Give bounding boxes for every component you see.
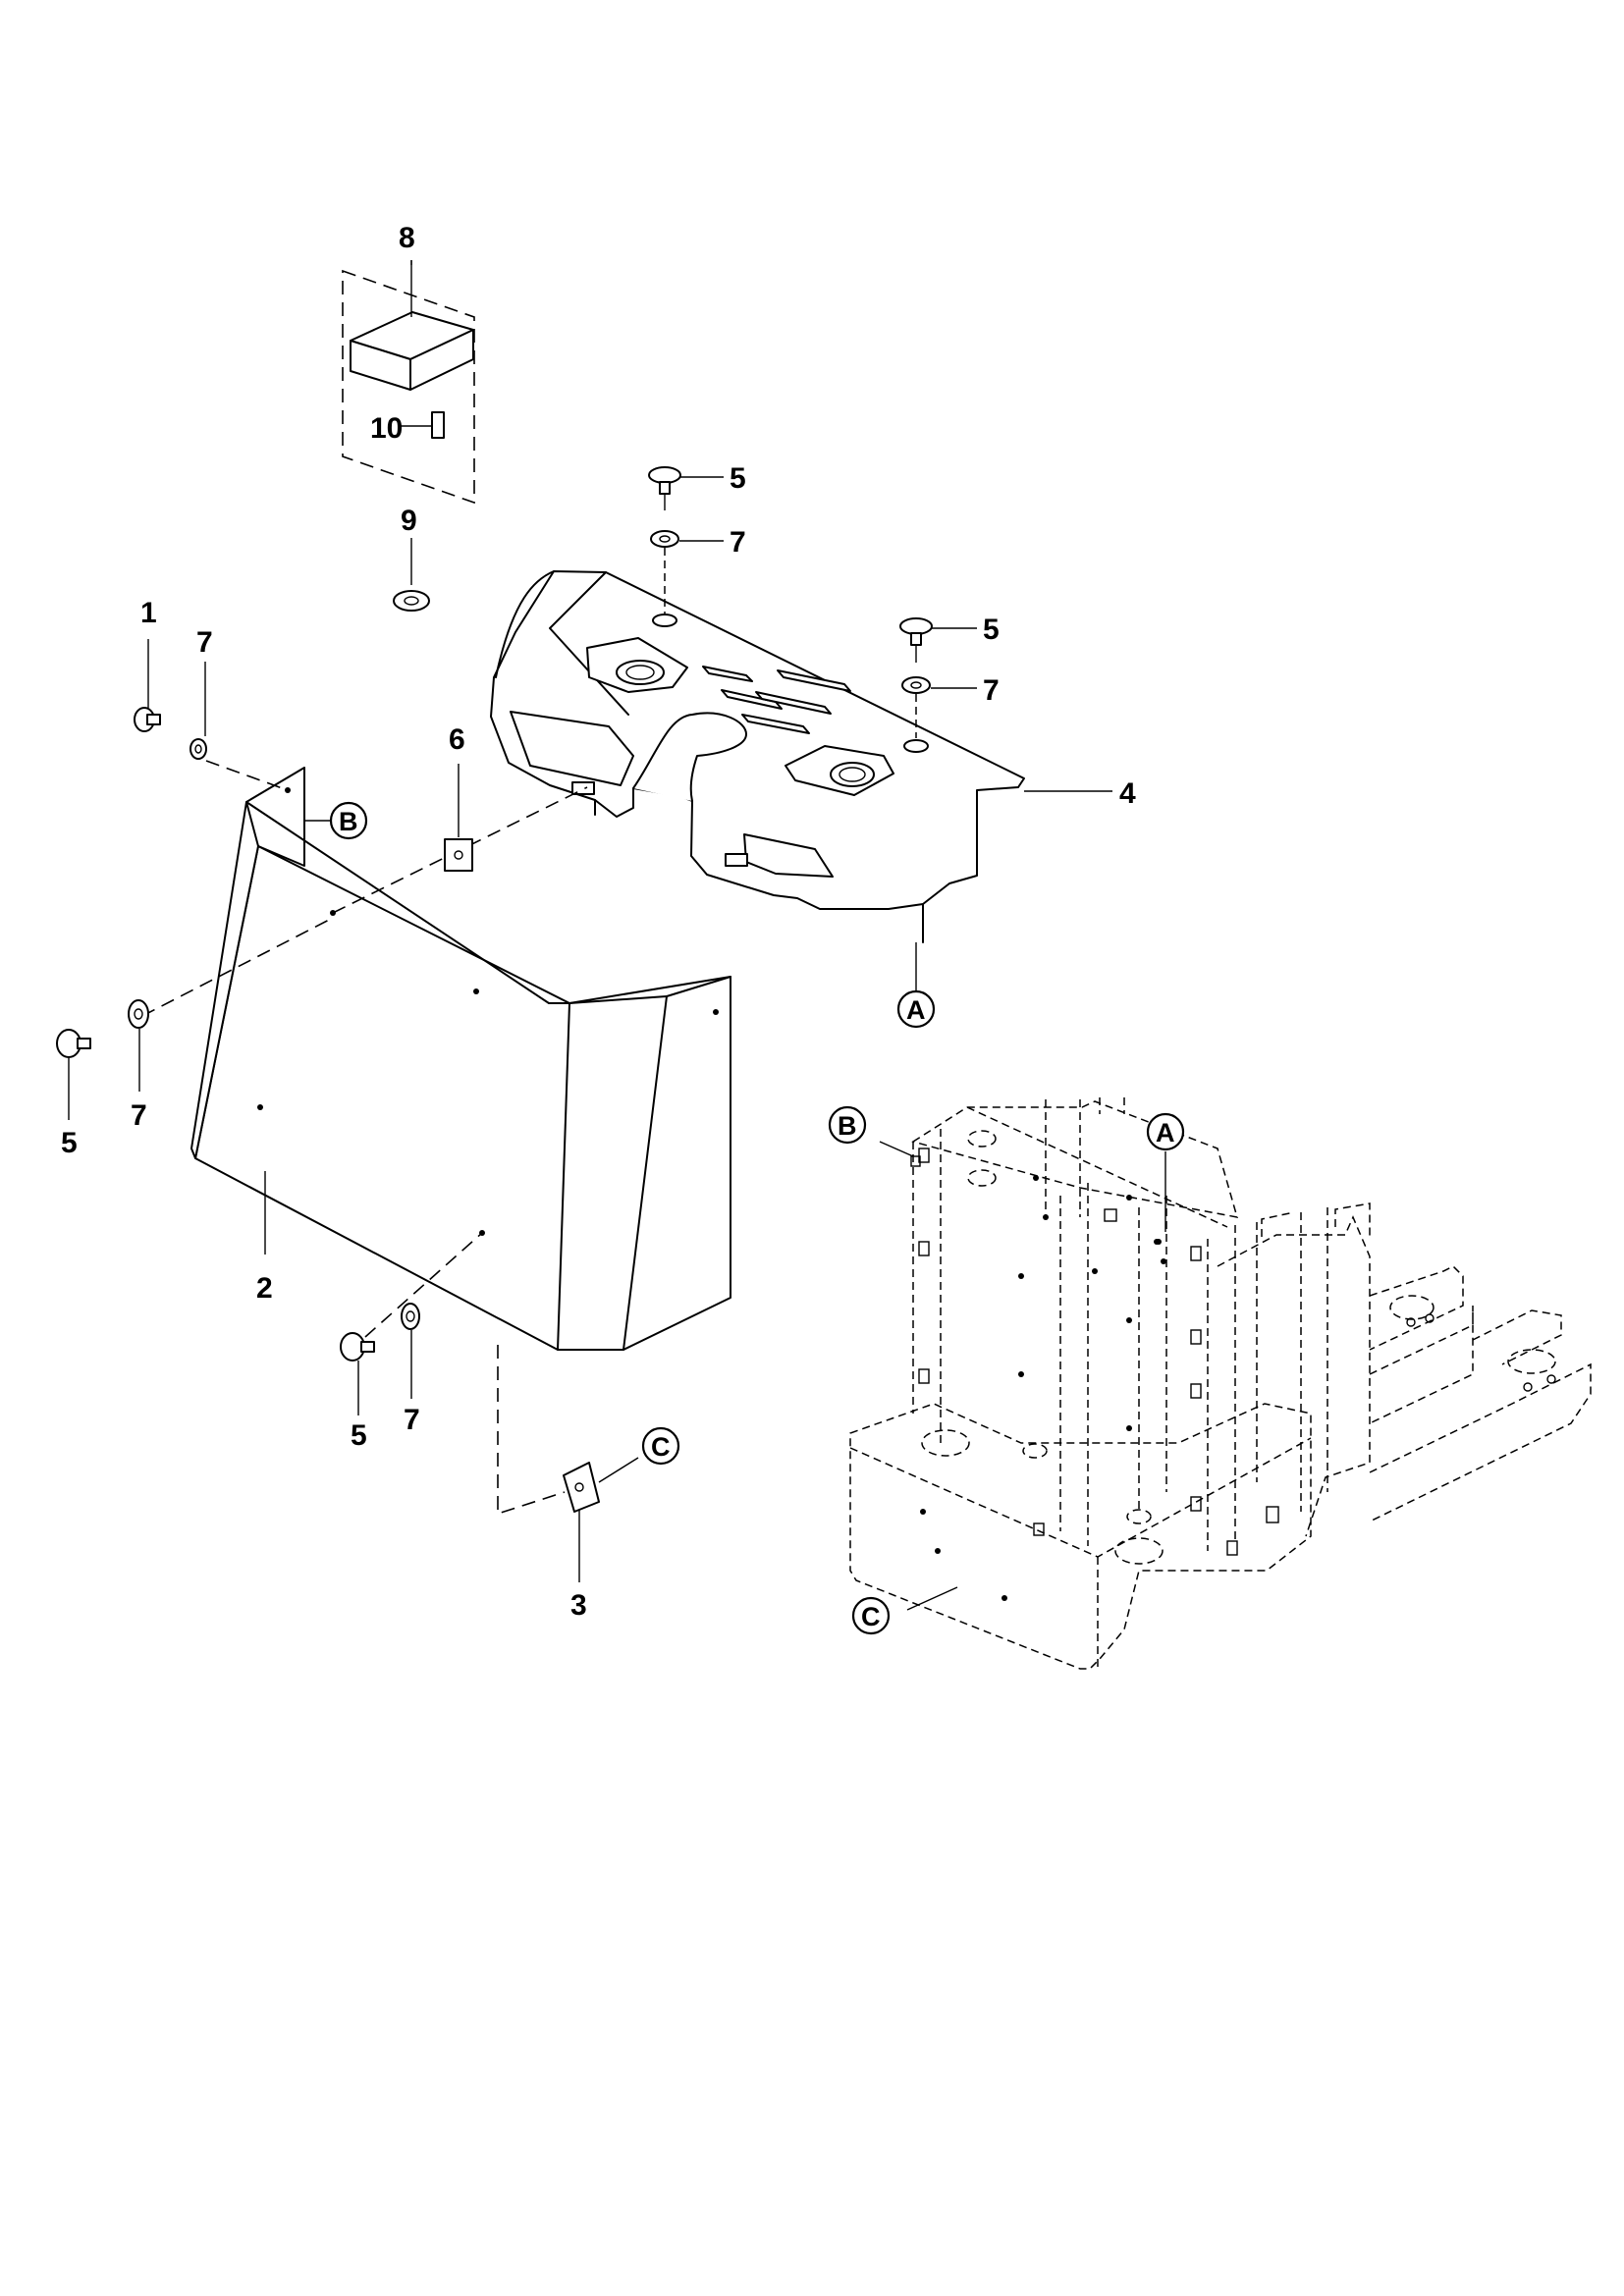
ref-b-panel: B (339, 807, 358, 836)
ref-c-frame: C (861, 1602, 881, 1631)
item-7-washer-left-1 (189, 662, 207, 760)
ref-a-frame-circle (1146, 1112, 1185, 1151)
item-7-washer-bottom (401, 1303, 420, 1399)
callout-2: 2 (256, 1272, 273, 1305)
callout-5-bottom: 5 (351, 1419, 367, 1452)
ref-b-panel-circle (329, 801, 368, 840)
ref-a-frame: A (1156, 1118, 1175, 1148)
callout-7-left-1: 7 (196, 626, 213, 659)
callout-4: 4 (1119, 777, 1136, 810)
ref-b-frame: B (838, 1111, 857, 1141)
item-2-side-panel (190, 767, 731, 1351)
item-1-screw (134, 639, 161, 732)
callout-10: 10 (370, 412, 403, 445)
callout-1: 1 (140, 597, 157, 629)
item-7-washer-top-2 (901, 676, 977, 738)
callout-labels: 8 10 9 5 7 5 7 4 1 7 6 5 7 2 5 7 3 (61, 222, 1136, 1622)
item-5-knob-bottom (340, 1332, 375, 1415)
callout-9: 9 (401, 505, 417, 537)
ref-a-cover: A (906, 995, 926, 1025)
item-9-washer (393, 538, 430, 612)
reference-letters: B A C A B C (304, 801, 1185, 1635)
callout-5-top-2: 5 (983, 614, 1000, 646)
callout-6: 6 (449, 723, 465, 756)
item-7-washer-left-2 (128, 999, 149, 1092)
item-7-washer-top-1 (650, 530, 724, 614)
item-5-knob-top-2 (899, 617, 977, 663)
item-3-bracket (563, 1457, 639, 1582)
ref-c-bracket-circle (641, 1426, 680, 1466)
item-6-clip (444, 764, 473, 872)
item-5-knob-left (56, 1029, 91, 1120)
truck-frame (849, 1097, 1592, 1670)
item-4-top-cover (490, 570, 1025, 943)
callout-7-left-2: 7 (131, 1099, 147, 1132)
item-8-group (342, 260, 475, 505)
callout-7-top-2: 7 (983, 674, 1000, 707)
ref-c-bracket: C (651, 1432, 671, 1462)
callout-7-top-1: 7 (730, 526, 746, 559)
item-8-block (350, 311, 474, 391)
callout-5-left: 5 (61, 1127, 78, 1159)
item-5-knob-top-1 (648, 466, 724, 510)
ref-b-frame-circle (828, 1105, 867, 1145)
callout-5-top-1: 5 (730, 462, 746, 495)
callout-3: 3 (570, 1589, 587, 1622)
item-10-tag (401, 411, 445, 439)
callout-7-bottom: 7 (404, 1404, 420, 1436)
ref-c-frame-circle (851, 1596, 891, 1635)
callout-8: 8 (399, 222, 415, 254)
